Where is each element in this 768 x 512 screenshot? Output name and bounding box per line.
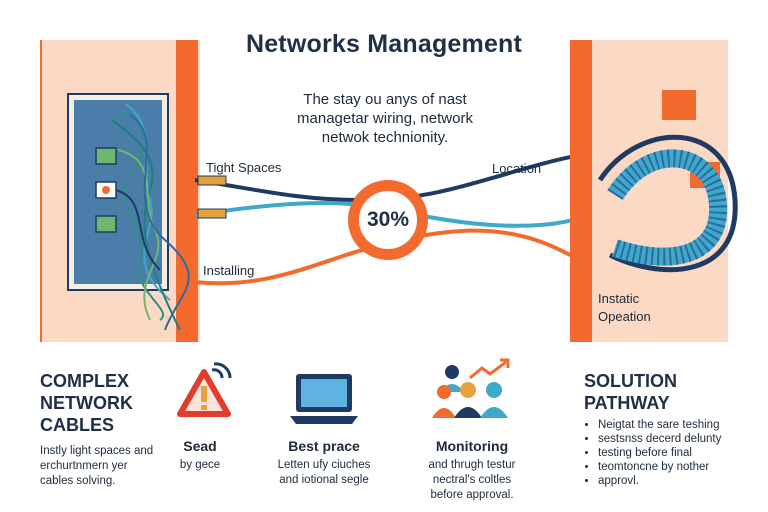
label-location: Location	[492, 161, 542, 176]
heading-line: SOLUTION	[584, 371, 677, 391]
label-installation: Instatic Opeation	[598, 290, 651, 326]
page-title: Networks Management	[245, 30, 523, 58]
laptop-icon	[290, 374, 358, 424]
card-title: Monitoring	[435, 438, 509, 454]
coiled-cable	[597, 134, 738, 273]
card-text-line: and thrugh testur	[428, 459, 516, 471]
card-text-line: before approval.	[430, 489, 514, 501]
complex-network-text: Instly light spaces and erchurtnmern yer…	[40, 444, 153, 489]
list-item: Neigtat the sare teshing	[598, 418, 754, 432]
card-text-line: and iotional segle	[279, 474, 369, 486]
text-line: Instly light spaces and	[40, 445, 154, 457]
heading-line: COMPLEX	[40, 371, 130, 391]
card-text: and thrugh testur nectral's coltles befo…	[408, 458, 536, 503]
intro-line: The stay ou anys of nast	[303, 91, 467, 108]
progress-ring: 30%	[348, 180, 428, 260]
complex-network-heading: COMPLEX NETWORK CABLES	[40, 370, 133, 436]
label-installation-line: Instatic	[598, 291, 640, 306]
card-text-line: nectral's coltles	[432, 474, 512, 486]
progress-value: 30%	[366, 208, 410, 231]
right-wall-panel	[570, 40, 728, 342]
list-item: teomtoncne by nother	[598, 460, 754, 474]
list-item: sestsnss decerd delunty	[598, 432, 754, 446]
solution-pathway-heading: SOLUTION PATHWAY	[584, 370, 677, 414]
cable-connector	[197, 208, 227, 219]
wall-square	[662, 90, 696, 120]
intro-line: managetar wiring, network	[297, 110, 473, 127]
list-item: testing before final	[598, 446, 754, 460]
warning-icon	[177, 362, 232, 417]
card-title: Sead	[183, 438, 217, 454]
card-title: Best prace	[288, 438, 360, 454]
right-wall-post	[570, 40, 592, 342]
card-text: by gece	[179, 459, 221, 471]
heading-line: PATHWAY	[584, 393, 670, 413]
left-wall-post	[176, 40, 198, 342]
list-item: approvl.	[598, 474, 754, 488]
label-installation-line: Opeation	[598, 309, 651, 324]
label-installing: Installing	[203, 263, 255, 278]
text-line: erchurtnmern yer	[40, 460, 128, 472]
intro-line: netwok technionity.	[321, 129, 449, 146]
cable-bundle-left	[111, 103, 190, 331]
label-tight-spaces: Tight Spaces	[206, 160, 282, 175]
heading-line: NETWORK	[40, 393, 133, 413]
heading-line: CABLES	[40, 415, 115, 435]
card-text: Letten ufy ciuches and iotional segle	[260, 458, 388, 488]
card-text-line: Letten ufy ciuches	[277, 459, 371, 471]
intro-text: The stay ou anys of nast managetar wirin…	[255, 90, 515, 147]
rj45-port-icon	[95, 147, 117, 233]
solution-list: Neigtat the sare teshing sestsnss decerd…	[584, 418, 754, 488]
left-wall-edge	[40, 40, 42, 342]
cable-connector	[197, 175, 227, 186]
text-line: cables solving.	[40, 475, 116, 487]
team-icon	[432, 358, 510, 418]
